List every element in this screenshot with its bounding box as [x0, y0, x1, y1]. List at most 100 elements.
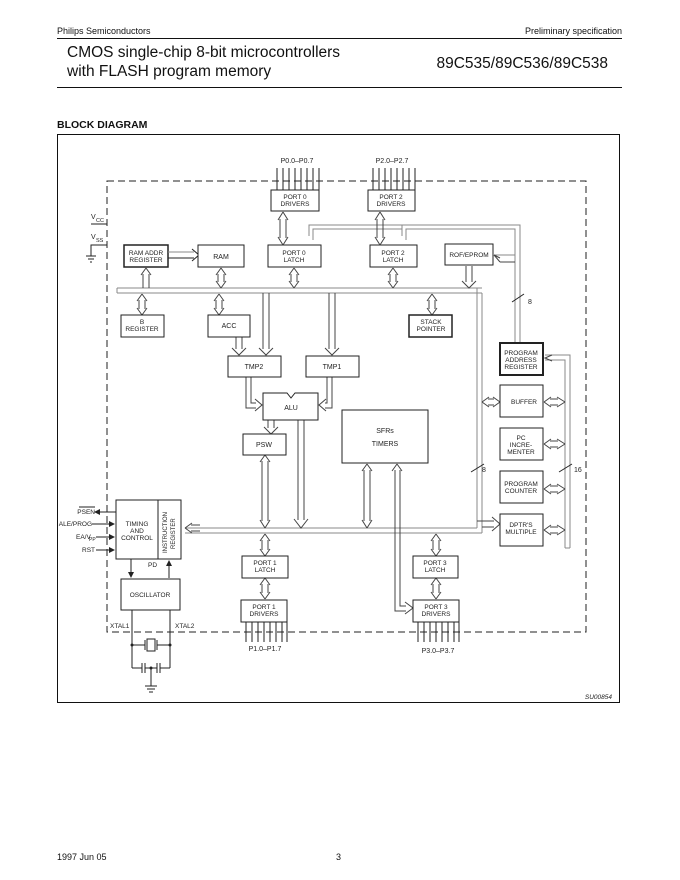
- block-ram: RAM: [197, 244, 245, 268]
- directional-arrows: [184, 254, 553, 615]
- block-program-counter: PROGRAM COUNTER: [499, 470, 544, 504]
- block-port2-drivers: PORT 2 DRIVERS: [367, 189, 416, 212]
- svg-text:PP: PP: [89, 537, 96, 543]
- svg-text:PORT 1: PORT 1: [252, 604, 276, 611]
- svg-text:REGISTER: REGISTER: [125, 326, 159, 333]
- block-b-register: B REGISTER: [120, 314, 165, 338]
- block-ram-addr-register: RAM ADDR REGISTER: [123, 244, 169, 268]
- block-port1-drivers: PORT 1 DRIVERS: [240, 599, 288, 623]
- arrow-ramaddr-to-ram: [168, 248, 200, 262]
- chip-boundary: [106, 180, 587, 633]
- svg-text:MENTER: MENTER: [507, 449, 535, 456]
- bus-width-tick-upper: [511, 293, 525, 303]
- bus-width-middle: 8: [482, 467, 486, 474]
- svg-text:PORT 0: PORT 0: [282, 250, 306, 257]
- svg-text:LATCH: LATCH: [383, 257, 404, 264]
- pd-label: PD: [148, 562, 157, 569]
- svg-text:PORT 3: PORT 3: [424, 604, 448, 611]
- pin-label-p2: P2.0–P2.7: [376, 158, 409, 165]
- svg-text:REGISTER: REGISTER: [504, 364, 538, 371]
- pin-psen: PSEN: [77, 509, 95, 516]
- svg-text:EA/V: EA/V: [76, 534, 91, 541]
- svg-text:REGISTER: REGISTER: [171, 518, 177, 549]
- svg-text:V: V: [91, 234, 96, 241]
- block-tmp2: TMP2: [227, 355, 282, 378]
- company-name: Philips Semiconductors: [57, 26, 151, 36]
- svg-text:MULTIPLE: MULTIPLE: [505, 529, 537, 536]
- svg-text:ALU: ALU: [284, 405, 298, 412]
- svg-text:ROF/EPROM: ROF/EPROM: [449, 252, 488, 259]
- header-rule-top: [57, 38, 622, 39]
- pin-vcc: V CC: [91, 214, 107, 225]
- svg-text:V: V: [91, 214, 96, 221]
- svg-text:DPTR'S: DPTR'S: [509, 522, 533, 529]
- header-rule-bottom: [57, 87, 622, 88]
- svg-text:TMP2: TMP2: [245, 364, 264, 371]
- diagram-frame: [57, 134, 620, 703]
- svg-text:COUNTER: COUNTER: [505, 488, 537, 495]
- internal-bus-bottom: [185, 527, 482, 534]
- internal-bus-right: [476, 288, 483, 533]
- svg-text:PROGRAM: PROGRAM: [504, 481, 538, 488]
- pin-rst: RST: [82, 547, 95, 554]
- block-stack-pointer: STACK POINTER: [408, 314, 453, 338]
- block-tmp1: TMP1: [305, 355, 360, 378]
- svg-text:STACK: STACK: [420, 319, 442, 326]
- title-line-1: CMOS single-chip 8-bit microcontrollers: [67, 44, 341, 61]
- block-port0-latch: PORT 0 LATCH: [267, 244, 322, 268]
- block-pc-incrementer: PC INCRE- MENTER: [499, 427, 544, 461]
- document-status: Preliminary specification: [524, 26, 622, 36]
- figure-id: SU00854: [585, 694, 612, 701]
- svg-text:PORT 0: PORT 0: [283, 194, 307, 201]
- svg-text:RAM: RAM: [213, 254, 229, 261]
- svg-text:SFRs: SFRs: [376, 428, 394, 435]
- port3-pins: [417, 622, 460, 642]
- block-dptrs-multiple: DPTR'S MULTIPLE: [499, 513, 544, 547]
- title-line-2: with FLASH program memory: [67, 63, 272, 80]
- svg-text:PROGRAM: PROGRAM: [504, 350, 538, 357]
- pin-label-p1: P1.0–P1.7: [249, 646, 282, 653]
- block-sfrs-timers: SFRs TIMERS: [341, 409, 429, 464]
- svg-text:LATCH: LATCH: [425, 567, 446, 574]
- pin-ea-vpp: EA/V PP: [76, 534, 96, 543]
- page-number: 3: [336, 852, 342, 862]
- internal-bus-top: [116, 287, 482, 294]
- svg-text:DRIVERS: DRIVERS: [281, 201, 311, 208]
- block-port0-drivers: PORT 0 DRIVERS: [270, 189, 320, 212]
- bus-width-pc: 16: [574, 467, 582, 474]
- port0-pins: [276, 168, 320, 190]
- svg-text:REGISTER: REGISTER: [129, 257, 163, 264]
- block-buffer: BUFFER: [499, 384, 544, 418]
- svg-text:OSCILLATOR: OSCILLATOR: [130, 592, 171, 599]
- svg-text:TIMING: TIMING: [126, 521, 149, 528]
- block-port2-latch: PORT 2 LATCH: [369, 244, 418, 268]
- crystal-circuit: [131, 610, 171, 693]
- bidirectional-arrows: [136, 211, 566, 600]
- svg-text:DRIVERS: DRIVERS: [377, 201, 407, 208]
- document-title: CMOS single-chip 8-bit microcontrollers …: [67, 43, 340, 81]
- pin-xtal2: XTAL2: [175, 623, 195, 630]
- footer-date: 1997 Jun 05: [57, 852, 107, 862]
- svg-text:TIMERS: TIMERS: [372, 441, 399, 448]
- control-pins: [92, 509, 116, 553]
- svg-text:PORT 3: PORT 3: [423, 560, 447, 567]
- pin-ale-prog: ALE/PROG: [59, 521, 92, 528]
- svg-text:DRIVERS: DRIVERS: [422, 611, 452, 618]
- block-acc: ACC: [207, 314, 251, 338]
- svg-text:INCRE-: INCRE-: [510, 442, 532, 449]
- svg-text:RAM ADDR: RAM ADDR: [129, 250, 164, 257]
- bus-width-tick-middle: [470, 463, 485, 473]
- svg-text:PORT 2: PORT 2: [379, 194, 403, 201]
- svg-text:SS: SS: [96, 238, 104, 244]
- pc-bus: [545, 354, 571, 549]
- block-instruction-register: INSTRUCTION REGISTER: [163, 512, 177, 553]
- block-timing-control: TIMING AND CONTROL: [115, 499, 182, 560]
- svg-text:LATCH: LATCH: [284, 257, 305, 264]
- svg-text:ACC: ACC: [222, 323, 237, 330]
- svg-text:PORT 2: PORT 2: [381, 250, 405, 257]
- port2-pins: [372, 168, 416, 190]
- block-program-address-register: PROGRAM ADDRESS REGISTER: [499, 342, 544, 376]
- svg-text:LATCH: LATCH: [255, 567, 276, 574]
- port2-address-bus: [308, 224, 521, 345]
- svg-text:DRIVERS: DRIVERS: [250, 611, 280, 618]
